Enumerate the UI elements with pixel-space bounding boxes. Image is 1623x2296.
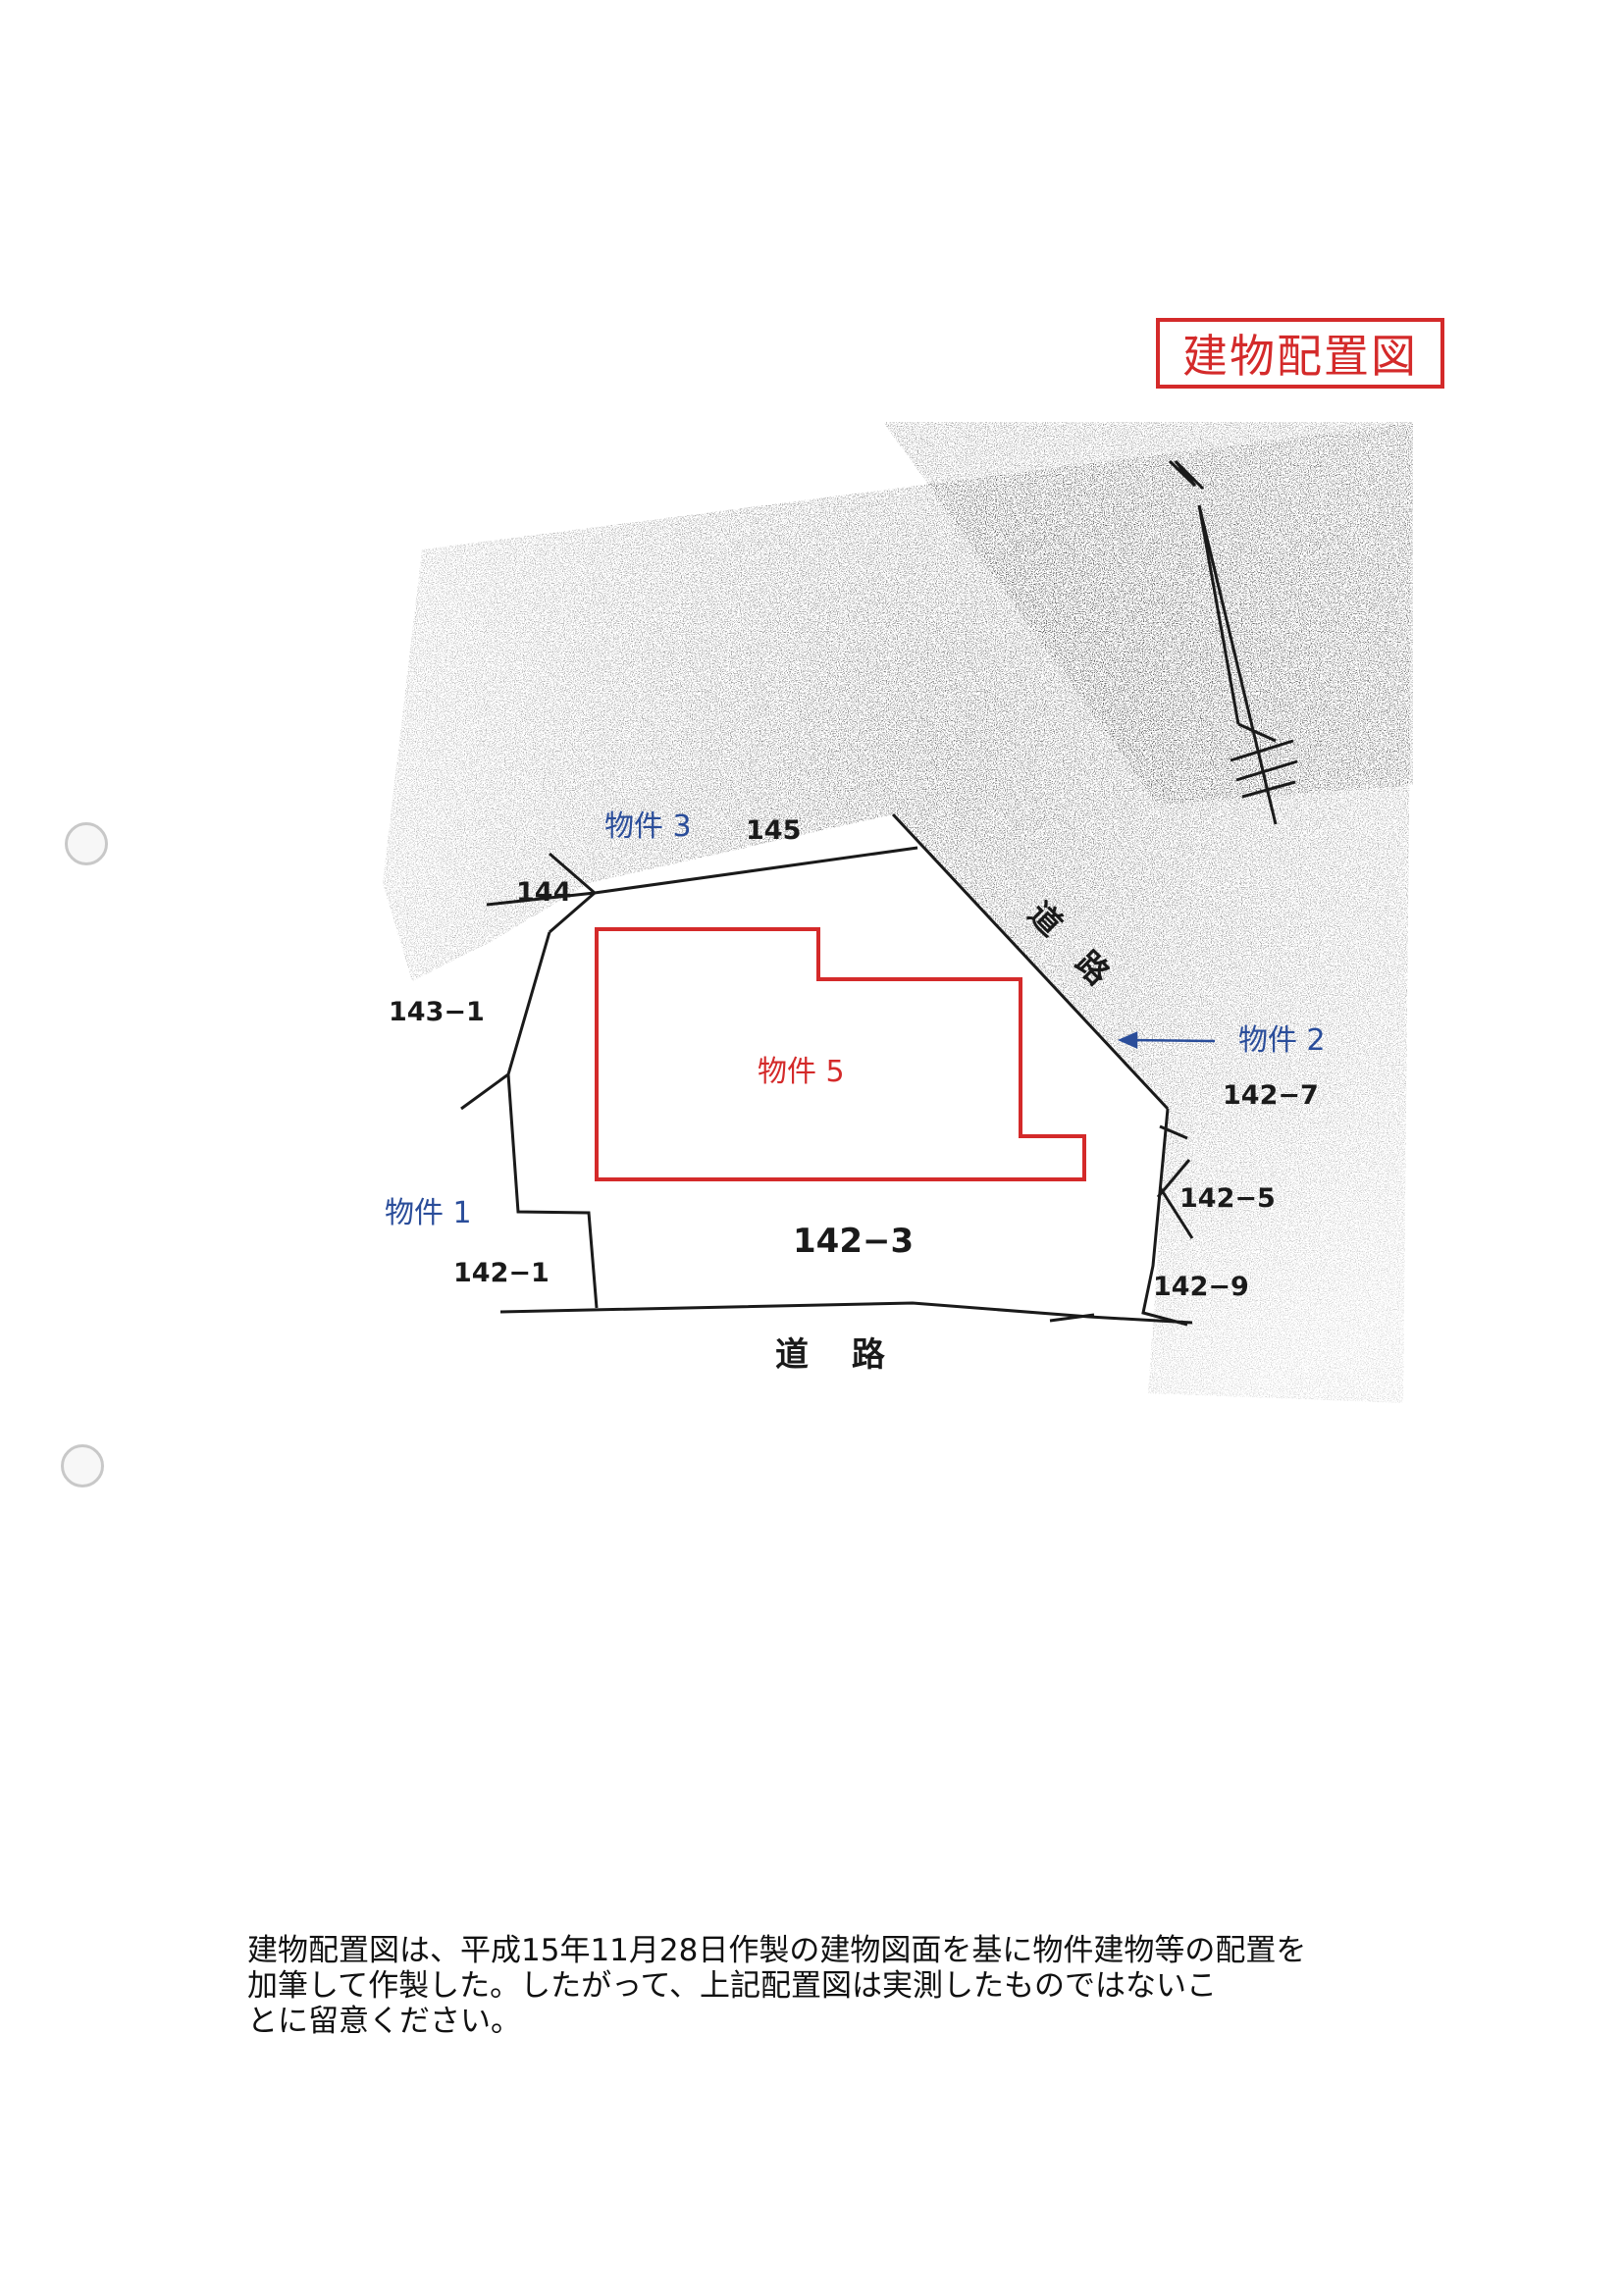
lot-142-5: 142−5 <box>1179 1183 1276 1214</box>
property-5-label: 物件 5 <box>758 1055 845 1089</box>
terrain-stipple <box>383 422 1413 1403</box>
lot-143-1: 143−1 <box>389 997 485 1027</box>
property-2-label: 物件 2 <box>1238 1023 1326 1058</box>
property-5-outline <box>595 927 1086 1181</box>
lot-142-9: 142−9 <box>1153 1272 1249 1302</box>
lot-144: 144 <box>516 877 571 908</box>
lot-145: 145 <box>746 815 801 846</box>
lot-142-1: 142−1 <box>453 1258 550 1288</box>
property-3-label: 物件 3 <box>604 809 692 844</box>
page-title: 建物配置図 <box>1156 318 1444 389</box>
parcel-boundaries <box>460 812 1194 1327</box>
property-1-label: 物件 1 <box>385 1196 472 1230</box>
punch-hole <box>65 822 108 865</box>
road-label-bottom: 道 路 <box>775 1335 901 1375</box>
punch-hole <box>61 1444 104 1487</box>
property-2-arrow <box>1117 1031 1216 1049</box>
disclaimer-note: 建物配置図は、平成15年11月28日作製の建物図面を基に物件建物等の配置を 加筆… <box>247 1933 1307 2039</box>
lot-142-3: 142−3 <box>793 1222 914 1261</box>
lot-142-7: 142−7 <box>1223 1080 1319 1111</box>
north-arrow <box>1168 459 1298 825</box>
